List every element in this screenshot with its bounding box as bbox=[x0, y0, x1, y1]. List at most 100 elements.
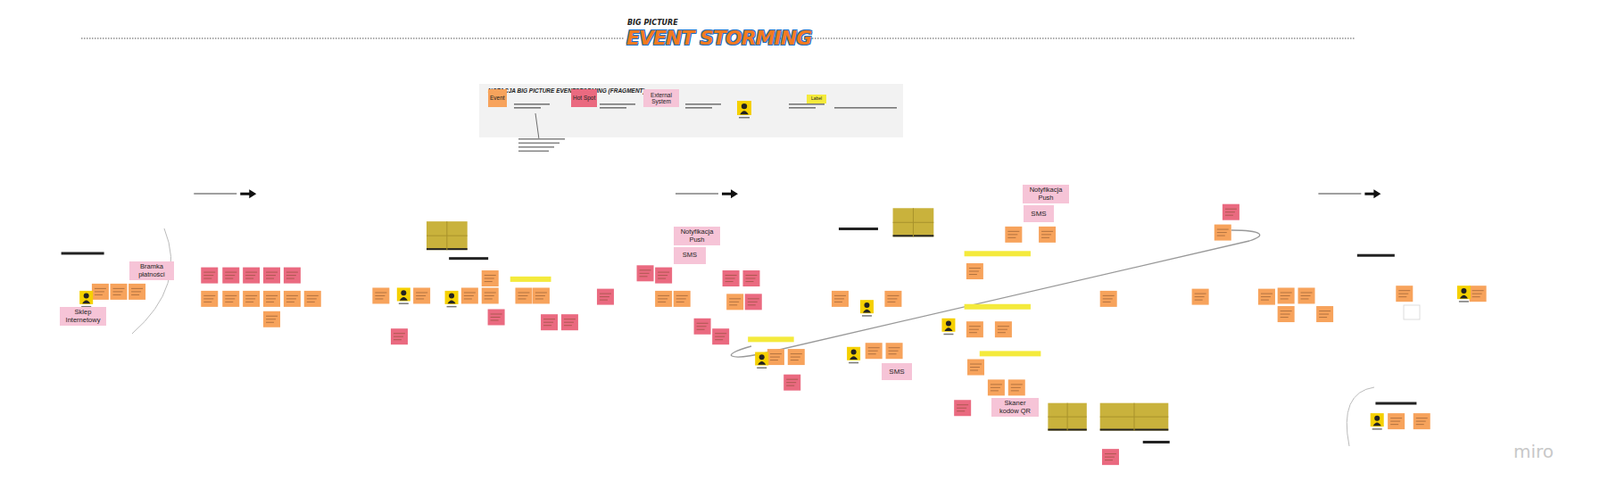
tiny-text bbox=[969, 273, 978, 275]
tiny-text bbox=[956, 410, 965, 412]
tiny-text bbox=[513, 103, 550, 106]
actor-icon bbox=[1457, 285, 1471, 299]
tiny-text bbox=[1194, 299, 1203, 301]
tiny-text bbox=[790, 353, 803, 355]
tiny-text bbox=[786, 381, 796, 383]
tiny-text bbox=[1041, 233, 1052, 235]
actor-icon bbox=[862, 309, 871, 314]
tiny-text bbox=[1260, 296, 1271, 298]
sticky-note bbox=[1004, 226, 1022, 243]
tiny-text bbox=[484, 281, 493, 282]
tiny-text bbox=[788, 103, 825, 106]
sticky-note bbox=[886, 342, 904, 359]
actor-icon bbox=[397, 287, 411, 301]
tiny-text bbox=[415, 298, 424, 299]
tiny-text bbox=[790, 359, 799, 361]
tiny-text bbox=[265, 301, 274, 303]
timeline-arrow bbox=[1364, 189, 1381, 199]
actor-icon bbox=[399, 297, 408, 301]
actor-icon bbox=[757, 361, 766, 365]
tiny-text bbox=[1301, 291, 1313, 293]
tiny-text bbox=[599, 296, 610, 298]
sticky-note bbox=[726, 293, 744, 310]
legend-swatch: Hot Spot bbox=[571, 89, 597, 108]
sticky-note bbox=[745, 293, 763, 310]
tiny-text bbox=[1301, 295, 1311, 297]
tiny-text bbox=[306, 298, 317, 299]
sticky-note bbox=[91, 283, 109, 300]
actor-icon bbox=[737, 100, 752, 116]
tiny-text bbox=[969, 370, 979, 372]
tiny-text bbox=[1280, 295, 1291, 297]
tiny-text bbox=[956, 404, 969, 406]
sticky-note bbox=[413, 287, 431, 304]
tiny-text bbox=[1280, 298, 1289, 299]
tiny-text bbox=[714, 339, 723, 340]
tiny-text bbox=[745, 281, 754, 282]
sticky-note bbox=[1413, 413, 1431, 430]
node-text: Skaner kodów QR bbox=[994, 399, 1037, 415]
tiny-text bbox=[1459, 300, 1469, 303]
tiny-text bbox=[393, 339, 402, 340]
tiny-text bbox=[265, 298, 276, 299]
tiny-text bbox=[306, 295, 319, 297]
sticky-note bbox=[637, 265, 655, 282]
tiny-text bbox=[1104, 456, 1115, 458]
tiny-text bbox=[887, 301, 896, 303]
sticky-note bbox=[488, 308, 506, 325]
tiny-text bbox=[729, 298, 741, 299]
tiny-text bbox=[245, 295, 257, 297]
sticky-note bbox=[1258, 289, 1276, 306]
tiny-text bbox=[447, 306, 457, 308]
sticky-note bbox=[242, 290, 260, 307]
tiny-text bbox=[1318, 310, 1331, 312]
tiny-text bbox=[770, 356, 780, 358]
sticky-note bbox=[596, 289, 614, 306]
tiny-text bbox=[265, 278, 274, 280]
sticky-note bbox=[263, 311, 281, 328]
tiny-text bbox=[224, 301, 233, 303]
tiny-text bbox=[714, 336, 725, 338]
tiny-text bbox=[1007, 231, 1020, 233]
actor-icon bbox=[1370, 413, 1385, 427]
panel-heading: NOTACJA BIG PICTURE EVENTSTORMING (FRAGM… bbox=[488, 87, 646, 94]
header-line bbox=[774, 38, 1356, 40]
actor-icon bbox=[863, 302, 870, 308]
sticky-note bbox=[787, 348, 805, 365]
timeline-arrow bbox=[721, 189, 738, 199]
sticky-note bbox=[654, 267, 672, 284]
actor-icon bbox=[82, 299, 91, 304]
tiny-text bbox=[639, 269, 652, 271]
tiny-text bbox=[1301, 298, 1310, 299]
tiny-text bbox=[887, 295, 899, 297]
actor-icon bbox=[397, 287, 411, 301]
tiny-text bbox=[535, 298, 544, 299]
tiny-text bbox=[738, 116, 750, 119]
tiny-text bbox=[265, 295, 278, 297]
tiny-text bbox=[517, 295, 528, 297]
tiny-text bbox=[286, 278, 295, 280]
tiny-text bbox=[203, 301, 212, 303]
external-system: Notyfikacja Push bbox=[1022, 184, 1070, 204]
sticky-note bbox=[561, 314, 579, 331]
external-system: SMS bbox=[673, 247, 706, 265]
tiny-text bbox=[696, 329, 705, 331]
tiny-text bbox=[675, 192, 719, 195]
sticky-note bbox=[532, 287, 550, 304]
tiny-text bbox=[725, 274, 738, 276]
tiny-text bbox=[599, 293, 612, 295]
tiny-text bbox=[969, 329, 979, 331]
tiny-text bbox=[265, 315, 278, 317]
tiny-text bbox=[639, 273, 650, 274]
actor-icon bbox=[447, 299, 456, 304]
board-block bbox=[893, 222, 935, 224]
label-sticky bbox=[964, 250, 1031, 257]
sticky-note bbox=[128, 283, 146, 300]
sticky-note bbox=[953, 399, 971, 416]
tiny-text bbox=[1102, 295, 1115, 297]
sticky-note bbox=[390, 328, 408, 345]
tiny-text bbox=[484, 278, 495, 280]
section-heading bbox=[1375, 402, 1417, 406]
tiny-text bbox=[513, 107, 541, 109]
tiny-text bbox=[543, 322, 554, 324]
